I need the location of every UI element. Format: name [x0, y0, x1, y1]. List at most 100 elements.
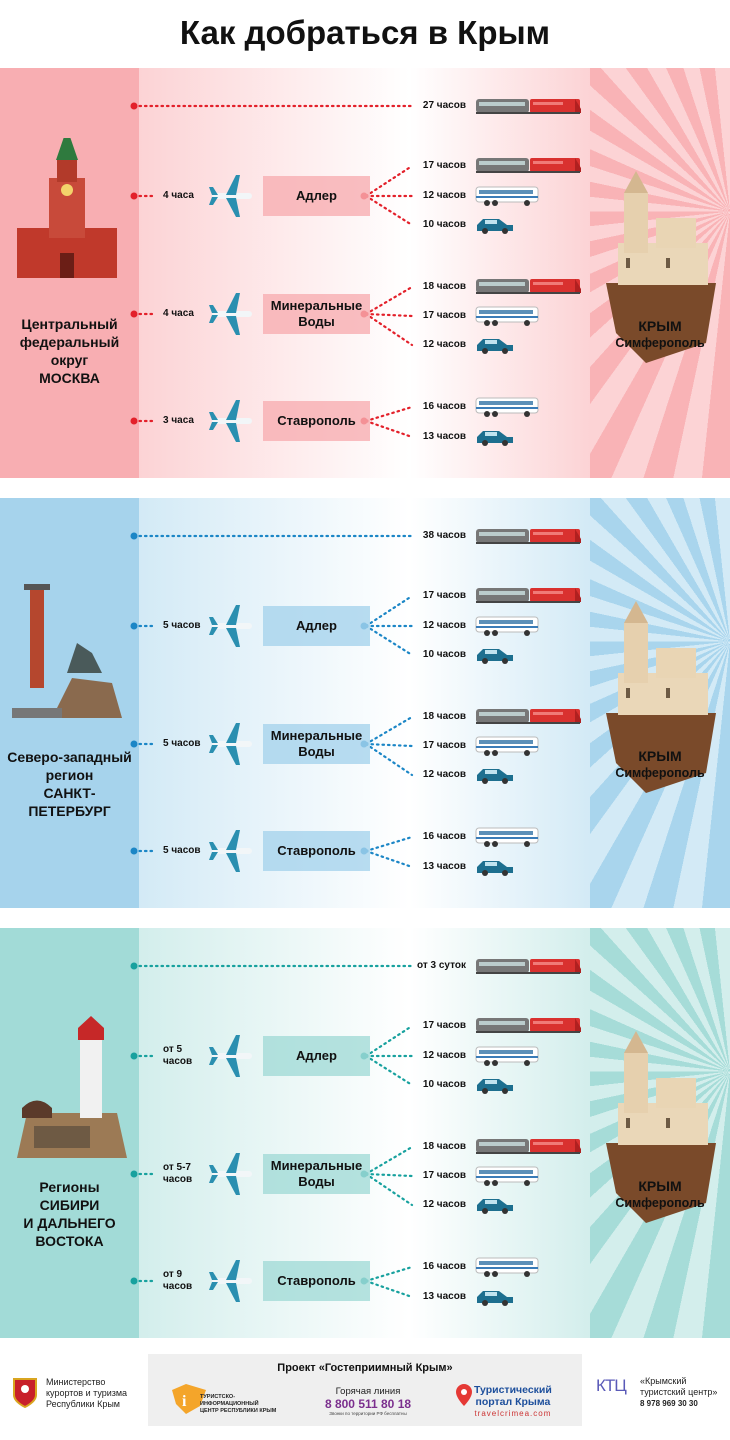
project-box: Проект «Гостеприимный Крым» i ТУРИСТСКО-…	[148, 1354, 582, 1426]
bus-icon	[475, 1046, 541, 1072]
hub-line: Ставрополь	[277, 843, 356, 858]
hotline-number[interactable]: 8 800 511 80 18	[324, 1397, 412, 1411]
car-icon	[475, 335, 517, 360]
dotted-line	[364, 1265, 414, 1283]
flight-time: 3 часа	[163, 415, 194, 427]
dotted-route-lines	[130, 532, 414, 869]
bus-icon	[475, 1166, 541, 1192]
crimea-castle-icon	[596, 163, 726, 378]
ministry-line: Республики Крым	[46, 1399, 120, 1409]
hub-city[interactable]: Ставрополь	[263, 401, 370, 441]
portal-url[interactable]: travelcrimea.com	[474, 1409, 552, 1418]
region-line: федеральный	[19, 334, 120, 350]
train-time: 27 часов	[422, 100, 466, 111]
car-icon	[475, 1075, 517, 1100]
hub-city[interactable]: Ставрополь	[263, 831, 370, 871]
destination-line2: Симферополь	[615, 1196, 705, 1210]
hub-line: Адлер	[296, 188, 337, 203]
dotted-line	[364, 285, 414, 316]
flight-time: 5 часов	[163, 620, 201, 632]
travel-time: 12 часов	[422, 1050, 466, 1061]
hub-city[interactable]: Адлер	[263, 606, 370, 646]
dotted-route-lines	[130, 102, 414, 439]
dotted-line	[364, 742, 414, 777]
travel-time: 10 часов	[422, 649, 466, 660]
flight-time: 4 часа	[163, 190, 194, 202]
dotted-line	[364, 1145, 414, 1176]
rostral-column-icon	[12, 578, 132, 733]
car-icon	[475, 427, 517, 452]
region-line: ПЕТЕРБУРГ	[28, 803, 111, 819]
dotted-line	[364, 742, 414, 748]
hub-label: Ставрополь	[277, 1273, 356, 1289]
train-icon	[475, 277, 583, 301]
dotted-line	[364, 194, 414, 227]
airplane-icon	[208, 1033, 254, 1084]
flight-time-line: 5 часов	[163, 738, 201, 749]
airplane-icon	[208, 291, 254, 342]
lighthouse-icon	[12, 1008, 132, 1163]
region-line: СИБИРИ	[39, 1197, 100, 1213]
train-time: 38 часов	[422, 530, 466, 541]
hub-line: Воды	[298, 744, 335, 759]
destination-line2: Симферополь	[615, 336, 705, 350]
flight-time-line: 4 часа	[163, 308, 194, 319]
hub-city[interactable]: Адлер	[263, 1036, 370, 1076]
hub-city[interactable]: Ставрополь	[263, 1261, 370, 1301]
hub-line: Воды	[298, 1174, 335, 1189]
hub-label: Ставрополь	[277, 413, 356, 429]
hub-city[interactable]: Адлер	[263, 176, 370, 216]
route-dot	[130, 1277, 138, 1285]
kremlin-tower-icon	[12, 128, 132, 293]
hub-line: Минеральные	[270, 1158, 363, 1173]
airplane-icon	[208, 1258, 254, 1309]
hub-line: Ставрополь	[277, 1273, 356, 1288]
train-icon	[475, 527, 583, 551]
train-icon	[475, 97, 583, 121]
airplane-icon	[208, 398, 254, 449]
train-time: от 3 суток	[417, 960, 466, 971]
info-center-line: ТУРИСТСКО-	[200, 1394, 236, 1400]
dotted-line	[364, 1172, 414, 1178]
hub-line: Воды	[298, 314, 335, 329]
region-line: регион	[45, 767, 94, 783]
travel-time: 17 часов	[422, 590, 466, 601]
travel-time: 13 часов	[422, 1291, 466, 1302]
region-line: Северо-западный	[7, 749, 132, 765]
hub-label: Адлер	[296, 1048, 337, 1064]
car-icon	[475, 857, 517, 882]
flight-time-line: 5 часов	[163, 620, 201, 631]
hub-line: Ставрополь	[277, 413, 356, 428]
svg-text:i: i	[182, 1393, 187, 1410]
travel-time: 10 часов	[422, 1079, 466, 1090]
train-icon	[475, 156, 583, 180]
hotline-label: Горячая линия	[335, 1386, 401, 1397]
bus-icon	[475, 186, 541, 212]
travel-time: 12 часов	[422, 1199, 466, 1210]
dotted-line	[364, 835, 414, 853]
route-dot	[130, 962, 138, 970]
destination-line1: КРЫМ	[638, 318, 682, 334]
train-icon	[475, 957, 583, 981]
region-line: Центральный	[21, 316, 118, 332]
airplane-icon	[208, 721, 254, 772]
dotted-line	[364, 1054, 414, 1087]
dotted-line	[364, 164, 414, 198]
page-title: Как добраться в Крым	[179, 14, 551, 51]
bus-icon	[475, 736, 541, 762]
hub-line: Адлер	[296, 1048, 337, 1063]
ktc-phone[interactable]: 8 978 969 30 30	[640, 1399, 698, 1408]
info-center-line: ИНФОРМАЦИОННЫЙ	[200, 1401, 259, 1407]
travel-time: 16 часов	[422, 401, 466, 412]
train-icon	[475, 1137, 583, 1161]
info-center-line: ЦЕНТР РЕСПУБЛИКИ КРЫМ	[200, 1408, 277, 1414]
route-dot	[130, 102, 138, 110]
hotline-note: Звонки по территории РФ бесплатны	[329, 1411, 407, 1416]
